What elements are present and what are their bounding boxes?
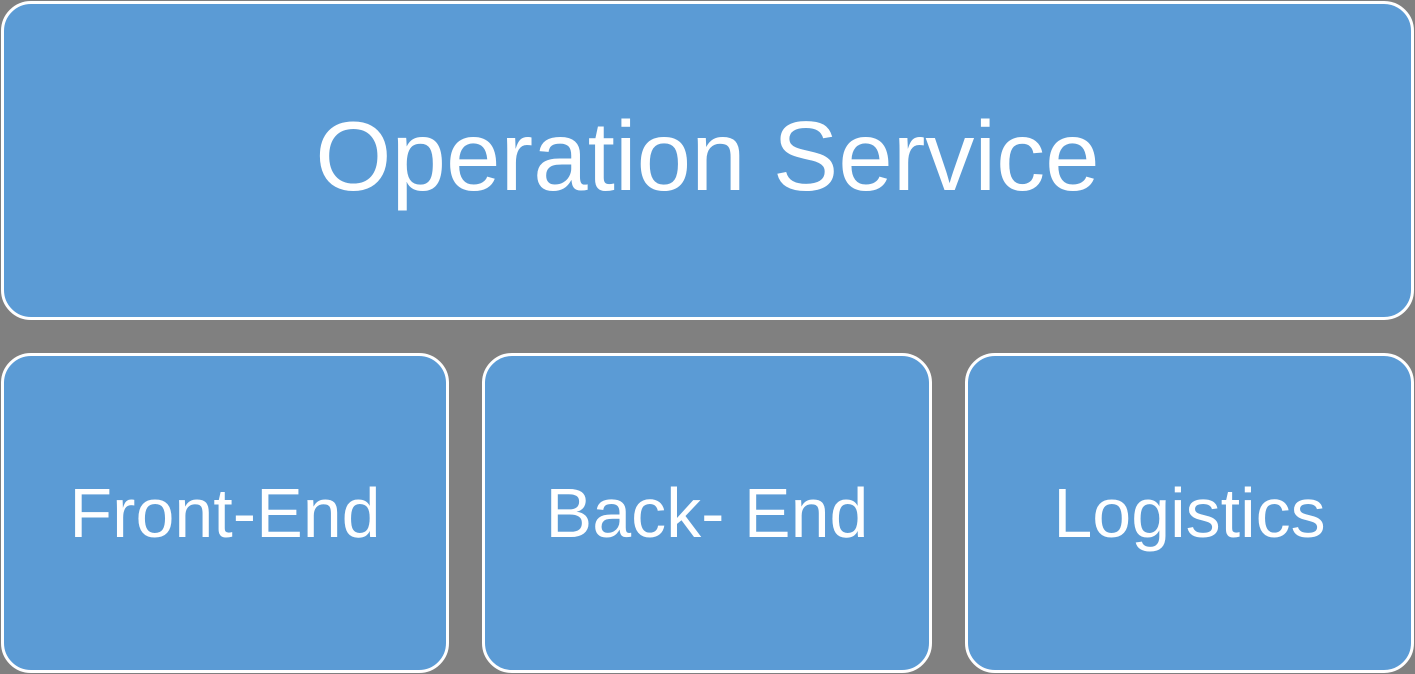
front-end-box: Front-End — [1, 353, 449, 673]
operation-service-label: Operation Service — [315, 101, 1100, 211]
front-end-label: Front-End — [69, 474, 381, 552]
back-end-label: Back- End — [545, 474, 869, 552]
back-end-box: Back- End — [482, 353, 932, 673]
logistics-label: Logistics — [1053, 474, 1326, 552]
operation-service-box: Operation Service — [1, 1, 1414, 320]
logistics-box: Logistics — [965, 353, 1414, 673]
